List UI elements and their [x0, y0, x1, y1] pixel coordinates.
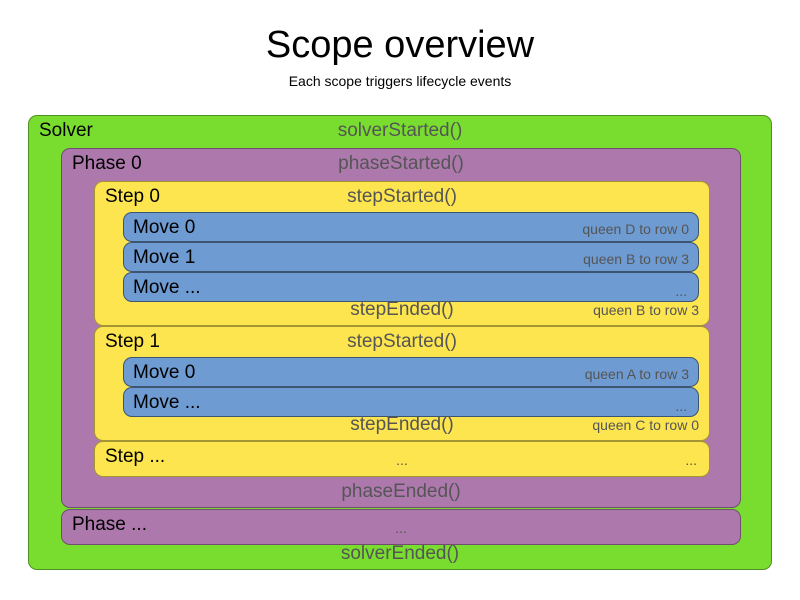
move-annotation-1-0: queen A to row 3 [584, 366, 689, 382]
step-label-1: Step 1 [105, 331, 160, 352]
phase-started-event-0: phaseStarted() [338, 153, 464, 174]
step-scope-0[interactable]: Step 0 stepStarted() Move 0 queen D to r… [94, 181, 710, 326]
phase-scope-0[interactable]: Phase 0 phaseStarted() Step 0 stepStarte… [61, 148, 741, 508]
move-annotation-0-2: ... [675, 283, 687, 299]
move-label-1-0: Move 0 [133, 362, 196, 383]
move-scope-0-1[interactable]: Move 1 queen B to row 3 [123, 242, 699, 272]
solver-started-event: solverStarted() [337, 120, 463, 141]
phase-label-0: Phase 0 [72, 153, 142, 174]
step-ended-annotation-0: queen B to row 3 [593, 302, 699, 318]
move-label-0-0: Move 0 [133, 217, 196, 238]
solver-ended-event: solverEnded() [340, 543, 460, 564]
step-ellipsis-center-dots: ... [396, 452, 408, 468]
move-list-0: Move 0 queen D to row 0 Move 1 queen B t… [95, 212, 709, 302]
phase-ended-row-0: phaseEnded() [62, 477, 740, 507]
move-label-0-2: Move ... [133, 277, 201, 298]
page-header: Scope overview Each scope triggers lifec… [0, 0, 800, 90]
step-label-0: Step 0 [105, 186, 160, 207]
move-annotation-0-0: queen D to row 0 [582, 221, 689, 237]
step-ended-row-1: stepEnded() queen C to row 0 [95, 410, 709, 440]
solver-label: Solver [39, 120, 93, 141]
step-ellipsis-right-dots: ... [685, 452, 697, 468]
step-started-event-0: stepStarted() [347, 186, 457, 207]
step-started-row-0: Step 0 stepStarted() [95, 182, 709, 212]
move-list-1: Move 0 queen A to row 3 Move ... ... [95, 357, 709, 417]
phase-ellipsis-label: Phase ... [72, 514, 147, 535]
solver-started-row: Solver solverStarted() [29, 116, 771, 146]
step-ended-row-0: stepEnded() queen B to row 3 [95, 295, 709, 325]
phase-scope-ellipsis[interactable]: Phase ... ... [61, 509, 741, 545]
step-scope-1[interactable]: Step 1 stepStarted() Move 0 queen A to r… [94, 326, 710, 441]
move-scope-1-0[interactable]: Move 0 queen A to row 3 [123, 357, 699, 387]
page-title: Scope overview [265, 24, 535, 66]
solver-ended-row: solverEnded() [29, 539, 771, 569]
phase-started-row-0: Phase 0 phaseStarted() [62, 149, 740, 179]
move-annotation-0-1: queen B to row 3 [583, 251, 689, 267]
step-started-row-1: Step 1 stepStarted() [95, 327, 709, 357]
step-ended-annotation-1: queen C to row 0 [592, 417, 699, 433]
move-scope-0-0[interactable]: Move 0 queen D to row 0 [123, 212, 699, 242]
solver-scope[interactable]: Solver solverStarted() Phase 0 phaseStar… [28, 115, 772, 570]
phase-ellipsis-center-dots: ... [395, 520, 407, 536]
page-subtitle: Each scope triggers lifecycle events [288, 73, 512, 89]
move-label-0-1: Move 1 [133, 247, 196, 268]
move-scope-0-2[interactable]: Move ... ... [123, 272, 699, 302]
step-ellipsis-label: Step ... [105, 446, 166, 467]
move-annotation-1-1: ... [675, 398, 687, 414]
move-label-1-1: Move ... [133, 392, 201, 413]
step-scope-ellipsis[interactable]: Step ... ... ... [94, 441, 710, 477]
step-started-event-1: stepStarted() [347, 331, 457, 352]
phase-ended-event-0: phaseEnded() [341, 481, 461, 502]
move-scope-1-1[interactable]: Move ... ... [123, 387, 699, 417]
